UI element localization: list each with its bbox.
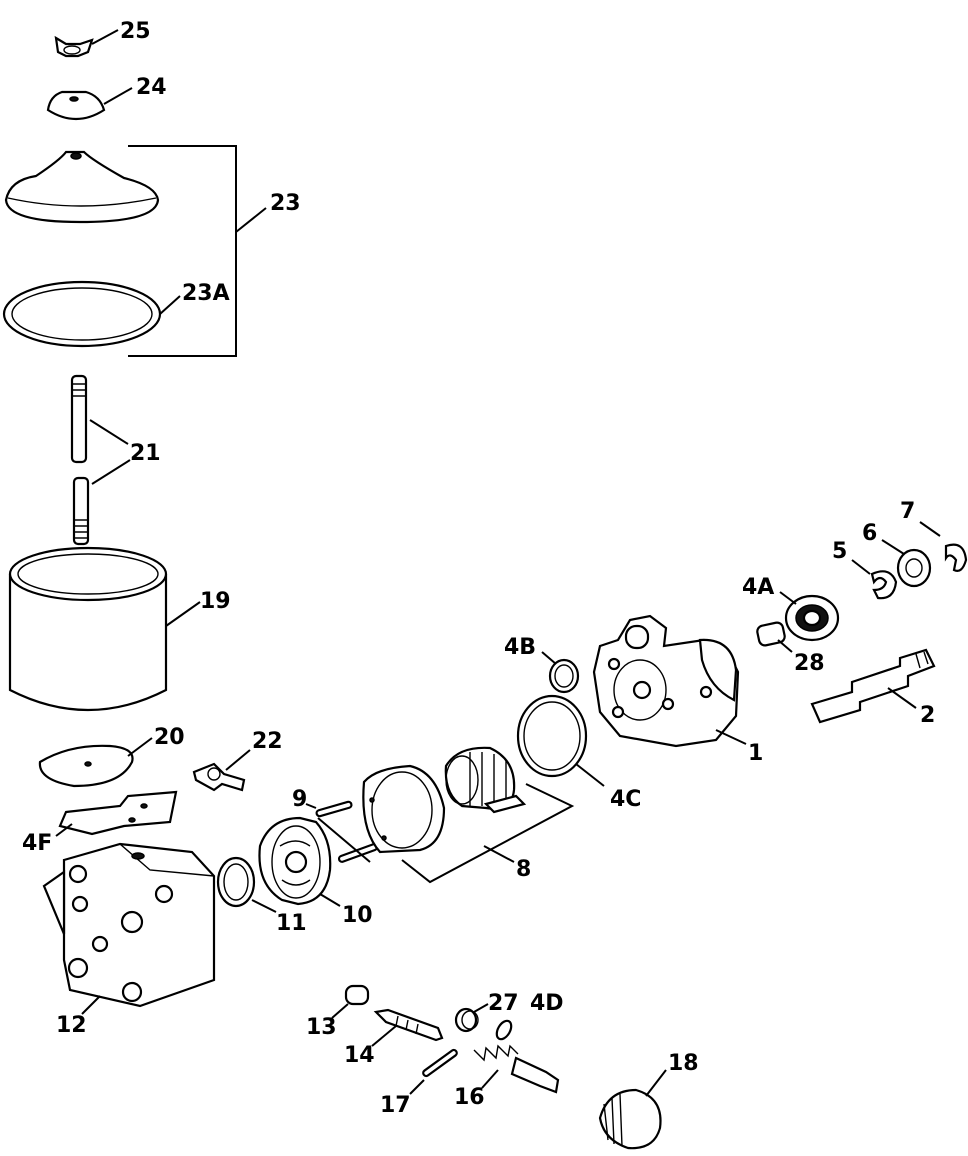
part-oring-11 [216, 856, 256, 908]
part-housing [42, 842, 216, 1008]
bracket-8 [401, 783, 575, 884]
leader-21b [91, 459, 131, 485]
callout-12: 12 [56, 1013, 87, 1038]
callout-1: 1 [748, 741, 763, 766]
callout-4c: 4C [610, 787, 641, 812]
callout-11: 11 [276, 911, 307, 936]
part-shaft [810, 648, 936, 724]
callout-24: 24 [136, 75, 167, 100]
leader-4f [55, 823, 73, 837]
part-cone-washer [46, 90, 106, 121]
leader-17 [409, 1079, 425, 1095]
leader-4c [575, 763, 605, 787]
leader-25 [91, 29, 119, 45]
part-snap-ring-7 [944, 543, 968, 572]
leader-18 [645, 1069, 667, 1097]
part-bushing [756, 621, 786, 647]
leader-28 [777, 639, 793, 653]
leader-23a [159, 295, 181, 315]
leader-5 [851, 559, 871, 575]
leader-20 [127, 737, 153, 757]
callout-19: 19 [200, 589, 231, 614]
part-rotor [444, 746, 516, 810]
callout-4a: 4A [742, 575, 774, 600]
leader-14 [371, 1025, 397, 1047]
part-stud-lower [72, 476, 90, 546]
part-seal-4c [516, 694, 588, 778]
callout-28: 28 [794, 651, 825, 676]
leader-9b [317, 817, 371, 863]
leader-4b [541, 651, 557, 665]
part-snap-ring-5 [870, 570, 898, 600]
leader-11 [251, 899, 277, 913]
part-clip [192, 762, 246, 792]
leader-12 [81, 995, 101, 1015]
callout-2: 2 [920, 703, 935, 728]
callout-25: 25 [120, 19, 151, 44]
callout-6: 6 [862, 521, 877, 546]
leader-23 [235, 207, 267, 233]
part-ring-27 [454, 1007, 479, 1033]
leader-6 [881, 539, 905, 555]
part-reservoir [8, 546, 168, 711]
bracket-23 [128, 145, 237, 357]
leader-2 [887, 687, 917, 709]
part-stud-upper [70, 374, 88, 464]
callout-27: 27 [488, 991, 519, 1016]
callout-13: 13 [306, 1015, 337, 1040]
leader-16 [481, 1069, 499, 1089]
leader-27 [473, 1003, 489, 1013]
leader-1 [715, 729, 747, 745]
callout-8: 8 [516, 857, 531, 882]
callout-4f: 4F [22, 831, 52, 856]
part-baffle [38, 744, 134, 788]
callout-23: 23 [270, 191, 301, 216]
leader-8 [483, 845, 515, 863]
part-pressure-plate [258, 816, 332, 906]
part-oring-4d [495, 1019, 513, 1041]
part-cover [4, 150, 160, 224]
part-vane [483, 794, 527, 814]
part-bearing [784, 594, 840, 642]
callout-21: 21 [130, 441, 161, 466]
part-wing-nut [54, 35, 94, 58]
part-gasket-ring [2, 280, 162, 348]
callout-5: 5 [832, 539, 847, 564]
part-oring-4b [548, 658, 580, 694]
part-cam-ring [362, 764, 446, 854]
part-pump-body [592, 614, 740, 748]
part-washer-6 [896, 548, 932, 588]
leader-9 [305, 803, 317, 809]
callout-20: 20 [154, 725, 185, 750]
leader-7 [919, 521, 941, 537]
callout-22: 22 [252, 729, 283, 754]
part-pin [422, 1048, 458, 1078]
callout-16: 16 [454, 1085, 485, 1110]
callout-10: 10 [342, 903, 373, 928]
leader-19 [165, 601, 201, 627]
part-gasket-plate [58, 790, 178, 836]
callout-9: 9 [292, 787, 307, 812]
leader-21a [89, 419, 129, 445]
callout-4b: 4B [504, 635, 536, 660]
callout-7: 7 [900, 499, 915, 524]
leader-13 [331, 1003, 349, 1019]
callout-4d: 4D [530, 991, 564, 1016]
callout-18: 18 [668, 1051, 699, 1076]
callout-23a: 23A [182, 281, 230, 306]
callout-17: 17 [380, 1093, 411, 1118]
part-sleeve [344, 984, 370, 1006]
leader-22 [225, 749, 251, 771]
leader-24 [103, 87, 133, 105]
callout-14: 14 [344, 1043, 375, 1068]
leader-10 [319, 893, 341, 907]
part-filler-cap [598, 1088, 662, 1150]
part-valve-stem [373, 1008, 444, 1042]
leader-4a [779, 591, 797, 605]
part-spring-valve [473, 1044, 560, 1094]
